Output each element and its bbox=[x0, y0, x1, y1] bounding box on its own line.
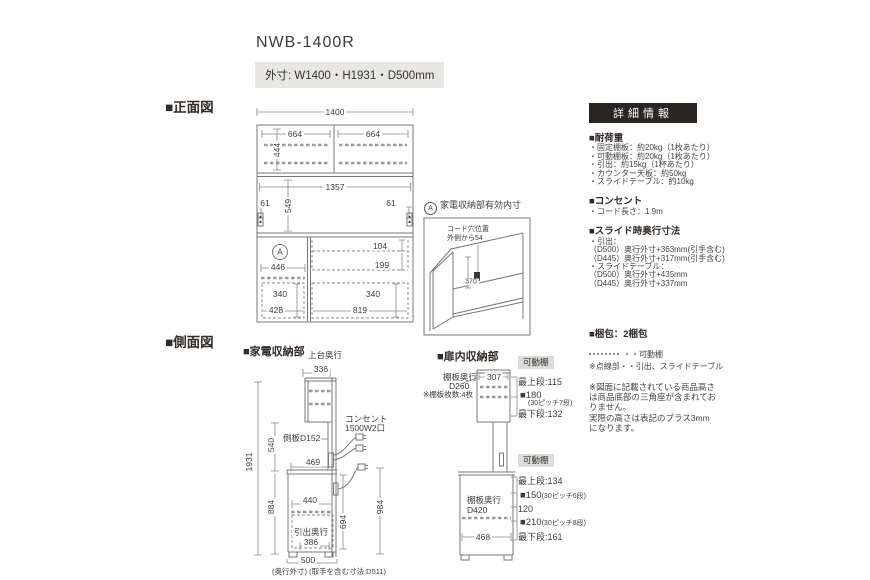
door-upper-top: 最上段:115 bbox=[518, 377, 562, 387]
load-item: ・カウンター天板：約50kg bbox=[589, 168, 687, 178]
door-lower-pitch1: ■150(30ピッチ6段) bbox=[520, 490, 586, 501]
cord-hole-label-1: コード穴位置 bbox=[447, 226, 489, 233]
front-dim-1357: 1357 bbox=[323, 181, 347, 192]
load-item: ・可動棚板：約20kg（1枚あたり） bbox=[589, 151, 715, 161]
height-note: ※図面に記載されている商品高さ は商品底部の三角座が含まれてお りません。 実際… bbox=[589, 381, 716, 434]
front-dim-664-right: 664 bbox=[363, 128, 383, 139]
side-dim-336: 336 bbox=[311, 363, 331, 374]
outlet-icons bbox=[257, 212, 413, 227]
side-view-header: ■側面図 bbox=[165, 335, 214, 350]
front-dim-1400: 1400 bbox=[323, 106, 347, 117]
front-dim-446: 446 bbox=[268, 261, 288, 272]
dotted-line-sample bbox=[589, 352, 619, 355]
slide-item: （D500）奥行外寸+363mm(引手含む) bbox=[589, 245, 725, 255]
front-dim-444: 444 bbox=[271, 140, 282, 160]
movable-shelf-badge-upper: 可動棚 bbox=[518, 356, 554, 369]
door-lower-depth-label: 棚板奥行 bbox=[467, 495, 502, 505]
slide-item: ・スライドテーブル： bbox=[589, 261, 669, 271]
outlet-title: ■コンセント bbox=[589, 196, 643, 208]
front-dim-104: 104 bbox=[370, 240, 390, 251]
top-depth-label: 上台奥行 bbox=[308, 350, 343, 360]
door-lower-depth: D420 bbox=[467, 505, 488, 515]
slide-depth-title: ■スライド時奥行寸法 bbox=[589, 226, 681, 238]
load-capacity-title: ■耐荷重 bbox=[589, 133, 624, 144]
outlet-label-2: 1500W2口 bbox=[345, 423, 386, 433]
door-upper-depth-label: 棚板奥行 bbox=[443, 372, 478, 382]
side-dim-540: 540 bbox=[265, 435, 276, 455]
front-dim-819: 819 bbox=[350, 304, 370, 315]
front-dim-664-left: 664 bbox=[285, 128, 305, 139]
cord-hole-label-2: 外側から54 bbox=[447, 235, 483, 242]
front-dim-428: 428 bbox=[266, 304, 286, 315]
outlet-item: ・コード長さ：1.9m bbox=[589, 206, 663, 216]
slide-item: （D445）奥行外寸+337mm bbox=[589, 278, 688, 288]
outlet-label-1: コンセント bbox=[345, 414, 388, 424]
product-code: NWB-1400R bbox=[256, 34, 355, 51]
door-upper-bottom: 最下段:132 bbox=[518, 409, 563, 419]
front-dim-340-right: 340 bbox=[363, 288, 383, 299]
drawer-depth-label: 引出奥行 bbox=[291, 526, 331, 537]
door-lower-bottom: 最下段:161 bbox=[518, 532, 563, 542]
outer-dimensions-badge: 外寸: W1400・H1931・D500mm bbox=[255, 62, 445, 88]
front-dim-61-left: 61 bbox=[258, 197, 272, 208]
side-dim-386: 386 bbox=[301, 536, 321, 547]
detail-dim-370: 370 bbox=[463, 278, 479, 286]
detail-a-drawing bbox=[423, 217, 531, 336]
front-dim-549: 549 bbox=[282, 196, 293, 216]
side-dim-884: 884 bbox=[265, 497, 276, 517]
legend-movable-shelf: ・・可動棚 bbox=[589, 350, 787, 360]
detail-info-panel: 詳細情報 ■耐荷重 ・固定棚板：約20kg（1枚あたり） ・可動棚板：約20kg… bbox=[589, 103, 787, 434]
plug-icons bbox=[333, 433, 368, 490]
door-upper-pitch: ■180 bbox=[520, 390, 542, 401]
side-view-drawing bbox=[254, 369, 384, 564]
package-title: ■梱包：2梱包 bbox=[589, 329, 648, 341]
door-section-header: ■扉内収納部 bbox=[437, 351, 499, 363]
slide-item: （D500）奥行外寸+435mm bbox=[589, 270, 688, 280]
side-dim-500: 500 bbox=[298, 554, 318, 565]
door-dim-468: 468 bbox=[473, 531, 493, 542]
detail-a-title: 家電収納部有効内寸 bbox=[440, 200, 522, 210]
side-dim-469: 469 bbox=[303, 456, 323, 467]
load-item: ・固定棚板：約20kg（1枚あたり） bbox=[589, 143, 715, 153]
front-view-header: ■正面図 bbox=[165, 100, 214, 115]
side-dim-694: 694 bbox=[337, 512, 348, 532]
legend-dotted-note: ※点線部・・引出、スライドテーブル bbox=[589, 361, 724, 371]
side-footnote: (奥行外寸) (取手を含む寸法:D511) bbox=[272, 567, 387, 576]
side-panel-label: 側板D152 bbox=[283, 433, 321, 443]
door-upper-depth: D260 bbox=[449, 381, 470, 391]
load-item: ・スライドテーブル：約10kg bbox=[589, 177, 694, 187]
door-lower-pitch2: ■210(30ピッチ8段) bbox=[520, 517, 586, 528]
marker-a-detail: A bbox=[424, 202, 437, 215]
door-dim-307: 307 bbox=[484, 371, 504, 382]
detail-info-header: 詳細情報 bbox=[589, 103, 697, 123]
front-dim-61-right: 61 bbox=[384, 197, 398, 208]
door-upper-pitch-note: (30ピッチ7段) bbox=[528, 400, 573, 407]
movable-shelf-badge-lower: 可動棚 bbox=[518, 454, 554, 467]
marker-a-front: A bbox=[277, 247, 283, 257]
side-dim-1931: 1931 bbox=[243, 450, 254, 474]
front-dim-340-left: 340 bbox=[270, 288, 290, 299]
door-shelf-count: ※棚板枚数:4枚 bbox=[423, 390, 474, 399]
door-lower-top: 最上段:134 bbox=[518, 476, 563, 486]
side-dim-440: 440 bbox=[300, 494, 320, 505]
appliance-section-header: ■家電収納部 bbox=[243, 346, 305, 358]
slide-item: ・引出： bbox=[589, 236, 621, 246]
front-view-drawing bbox=[256, 108, 414, 323]
slide-item: （D445）奥行外寸+317mm(引手含む) bbox=[589, 253, 725, 263]
load-item: ・引出：約15kg（1杯あたり） bbox=[589, 160, 699, 170]
door-lower-mid: 120 bbox=[518, 504, 534, 514]
side-dim-984: 984 bbox=[374, 497, 385, 517]
front-dim-199: 199 bbox=[372, 259, 392, 270]
